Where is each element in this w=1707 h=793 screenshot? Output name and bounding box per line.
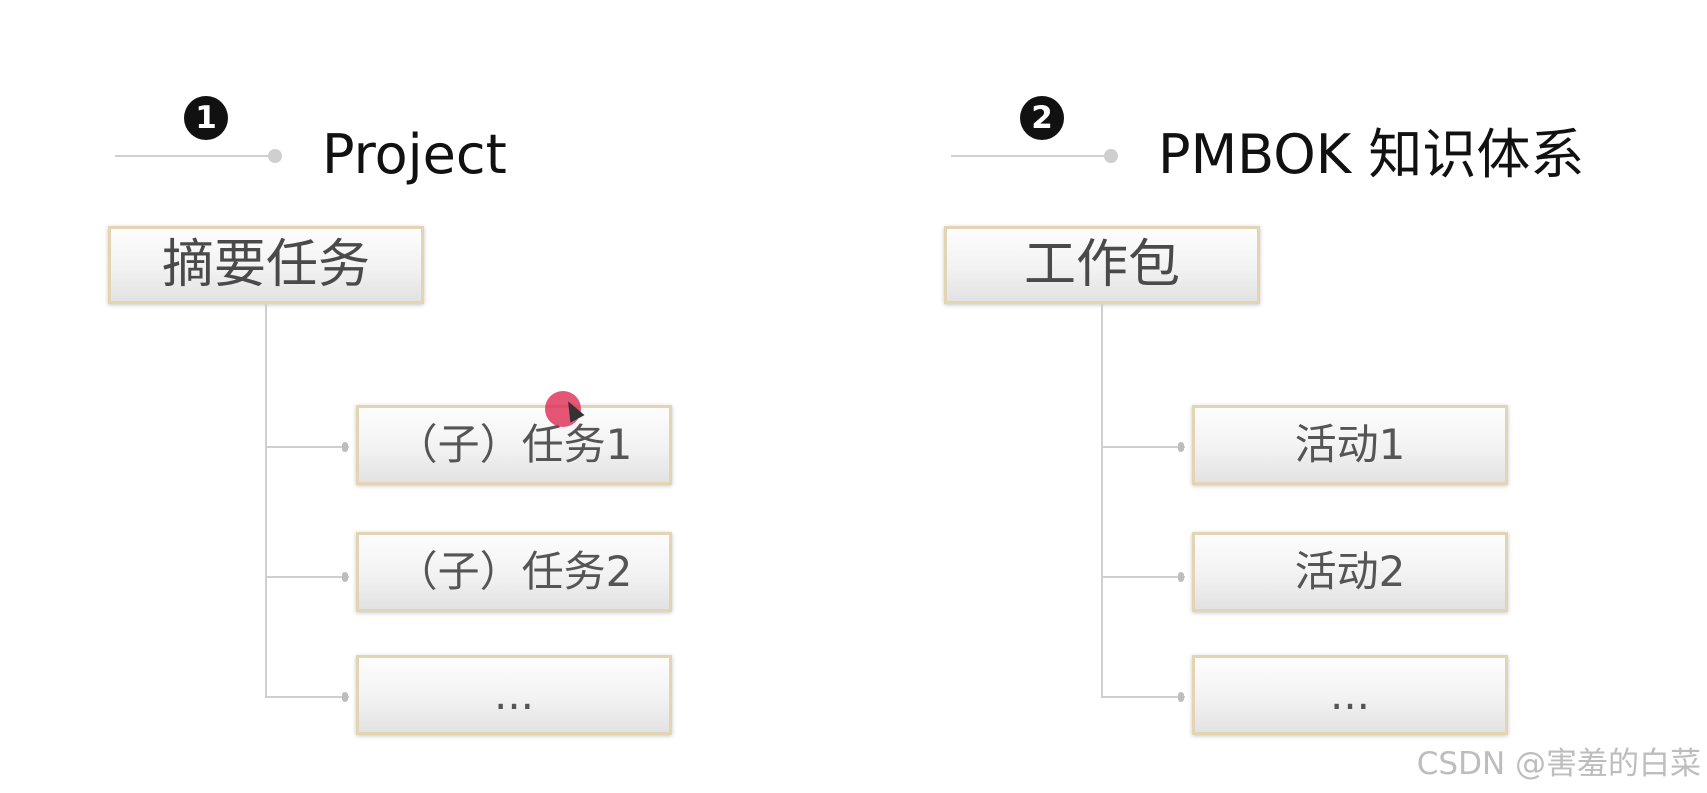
subtask-box-1: （子）任务1	[356, 405, 672, 485]
mouse-pointer-highlight	[545, 391, 581, 427]
activity-box-2: 活动2	[1192, 532, 1508, 612]
work-package-box: 工作包	[944, 226, 1260, 304]
heading-connector-line	[115, 155, 275, 157]
heading-connector-line	[951, 155, 1111, 157]
tree-connector-2	[265, 576, 349, 578]
pmbok-heading: PMBOK 知识体系	[1158, 123, 1585, 186]
tree-vertical-line	[265, 304, 267, 698]
pmbok-diagram-panel: 2 PMBOK 知识体系 工作包 活动1 活动2 ...	[836, 0, 1584, 793]
connector-dot-2	[342, 572, 348, 582]
activity-box-1: 活动1	[1192, 405, 1508, 485]
number-badge-1: 1	[184, 96, 228, 140]
tree-connector-3	[265, 696, 349, 698]
connector-dot-2	[1178, 572, 1184, 582]
connector-dot-3	[342, 692, 348, 702]
watermark: CSDN @害羞的白菜	[1416, 746, 1701, 782]
heading-connector-dot	[1104, 149, 1118, 163]
connector-dot-1	[342, 442, 348, 452]
subtask-box-2: （子）任务2	[356, 532, 672, 612]
project-diagram-panel: 1 Project 摘要任务 （子）任务1 （子）任务2 ...	[0, 0, 720, 793]
connector-dot-1	[1178, 442, 1184, 452]
summary-task-box: 摘要任务	[108, 226, 424, 304]
tree-connector-1	[1101, 446, 1185, 448]
subtask-box-more: ...	[356, 655, 672, 735]
number-badge-2: 2	[1020, 96, 1064, 140]
heading-connector-dot	[268, 149, 282, 163]
activity-box-more: ...	[1192, 655, 1508, 735]
tree-connector-3	[1101, 696, 1185, 698]
project-heading: Project	[322, 123, 507, 186]
tree-connector-1	[265, 446, 349, 448]
tree-vertical-line	[1101, 304, 1103, 698]
tree-connector-2	[1101, 576, 1185, 578]
connector-dot-3	[1178, 692, 1184, 702]
